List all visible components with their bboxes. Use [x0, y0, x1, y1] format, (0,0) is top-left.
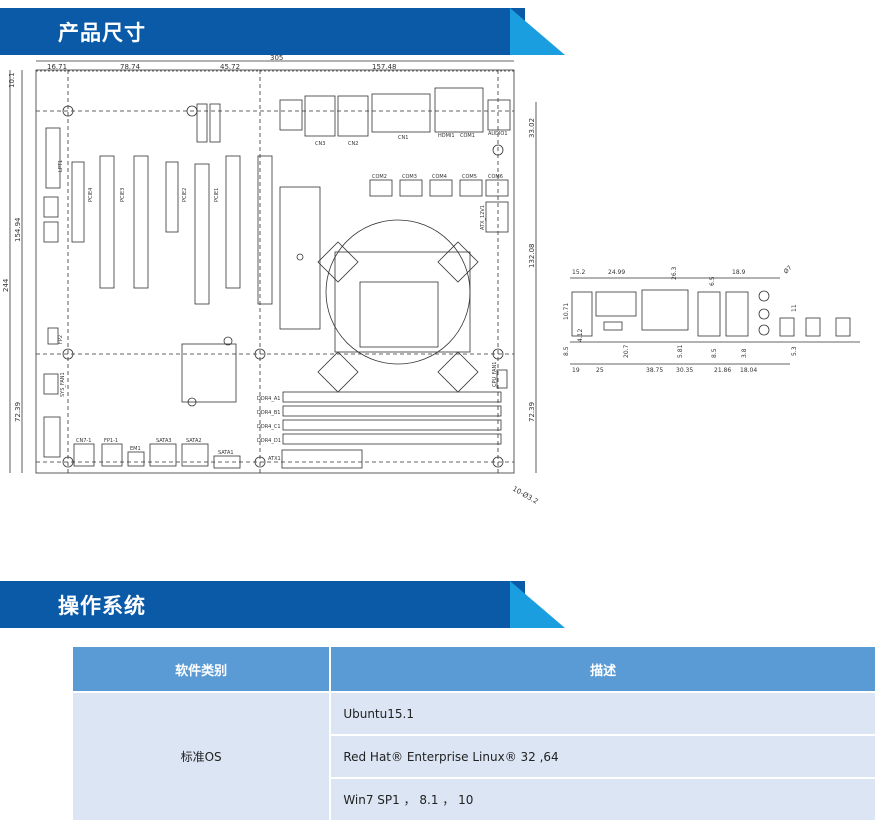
dim-top-3: 157.48: [372, 63, 397, 71]
svg-text:ATX_12V1: ATX_12V1: [480, 205, 486, 230]
board-outline: [35, 69, 515, 474]
mounting-hole-icon: [62, 348, 74, 360]
dim-corner: 10-Ø3.2: [511, 485, 539, 504]
svg-text:3.8: 3.8: [741, 348, 748, 358]
table-header-row: 软件类别 描述: [70, 645, 877, 693]
svg-text:LPT1: LPT1: [58, 160, 64, 172]
svg-text:COM5: COM5: [462, 174, 477, 180]
section-banner-dimensions: 产品尺寸: [0, 8, 565, 55]
svg-text:COM1: COM1: [460, 133, 475, 139]
svg-text:CN3: CN3: [315, 141, 325, 147]
mounting-hole-icon: [492, 456, 504, 468]
dim-left-1: 154.94: [14, 217, 22, 242]
dim-right-0: 33.02: [528, 118, 536, 138]
os-item: Red Hat® Enterprise Linux® 32 ,64: [329, 734, 877, 779]
svg-text:Ø7: Ø7: [782, 264, 793, 275]
category-cell: 标准OS: [70, 691, 332, 822]
header-description: 描述: [329, 645, 877, 693]
table-row: 标准OS Ubuntu15.1: [70, 691, 877, 822]
dim-left-2: 244: [2, 278, 10, 292]
mounting-hole-icon: [254, 456, 266, 468]
svg-text:18.9: 18.9: [732, 269, 746, 276]
svg-text:38.75: 38.75: [646, 367, 663, 374]
section-title-os: 操作系统: [58, 594, 146, 618]
svg-text:15.2: 15.2: [572, 269, 586, 276]
dim-top-0: 16.71: [47, 63, 67, 71]
svg-text:COM3: COM3: [402, 174, 417, 180]
svg-text:DDR4_B1: DDR4_B1: [257, 410, 280, 416]
svg-text:COM4: COM4: [432, 174, 447, 180]
svg-text:DDR4_A1: DDR4_A1: [257, 396, 280, 402]
svg-text:SYS_FAN1: SYS_FAN1: [60, 372, 66, 397]
mounting-hole-icon: [492, 348, 504, 360]
svg-text:AUDIO1: AUDIO1: [488, 131, 508, 137]
svg-text:8.5: 8.5: [711, 348, 718, 358]
banner-shape: [0, 581, 565, 628]
svg-text:19: 19: [572, 367, 580, 374]
svg-text:5.3: 5.3: [791, 346, 798, 356]
svg-text:ATX1: ATX1: [268, 456, 281, 462]
mounting-hole-icon: [62, 456, 74, 468]
svg-text:PCIE3: PCIE3: [120, 188, 126, 202]
mechanical-drawing: 305 16.71 78.74 45.72 157.48 10.1 154.94…: [0, 52, 877, 508]
mounting-hole-icon: [254, 348, 266, 360]
board-drawing-svg: 305 16.71 78.74 45.72 157.48 10.1 154.94…: [2, 54, 860, 506]
os-table: 软件类别 描述 标准OS Ubuntu15.1 Red Hat® Enterpr…: [70, 645, 877, 822]
dim-left-0: 10.1: [8, 72, 16, 88]
svg-text:20.7: 20.7: [623, 344, 630, 358]
os-item: Ubuntu15.1: [329, 691, 877, 736]
svg-text:EM1: EM1: [130, 446, 141, 452]
svg-text:SATA3: SATA3: [156, 438, 172, 444]
svg-text:8.5: 8.5: [563, 346, 570, 356]
svg-text:DDR4_C1: DDR4_C1: [257, 424, 281, 430]
dim-right-2: 72.39: [528, 402, 536, 422]
svg-text:18.04: 18.04: [740, 367, 757, 374]
dim-top-1: 78.74: [120, 63, 141, 71]
dim-left-3: 72.39: [14, 402, 22, 422]
svg-text:CN7-1: CN7-1: [76, 438, 91, 444]
svg-text:PCIE4: PCIE4: [88, 188, 94, 202]
section-banner-os: 操作系统: [0, 581, 565, 628]
svg-text:FP2: FP2: [58, 335, 64, 344]
mounting-hole-icon: [62, 105, 74, 117]
svg-text:21.86: 21.86: [714, 367, 731, 374]
svg-text:COM6: COM6: [488, 174, 503, 180]
table-row: Win7 SP1 ， 8.1 ， 10: [72, 777, 877, 822]
svg-text:PCIE1: PCIE1: [214, 188, 220, 202]
section-title-dimensions: 产品尺寸: [58, 21, 146, 45]
svg-text:11: 11: [791, 304, 798, 312]
rear-io-drawing: [570, 277, 860, 365]
dim-overall-width: 305: [270, 54, 283, 62]
dim-right-1: 132.08: [528, 244, 536, 269]
svg-text:10.71: 10.71: [563, 303, 570, 320]
banner-shape: [0, 8, 565, 55]
mounting-hole-icon: [492, 144, 504, 156]
svg-text:CPU_FAN1: CPU_FAN1: [492, 362, 498, 387]
svg-text:HDMI1: HDMI1: [438, 133, 455, 139]
svg-text:5.81: 5.81: [677, 344, 684, 358]
svg-text:FP1-1: FP1-1: [104, 438, 118, 444]
svg-text:25: 25: [596, 367, 604, 374]
header-software-category: 软件类别: [70, 645, 332, 693]
svg-text:26.3: 26.3: [671, 266, 678, 280]
svg-text:PCIE2: PCIE2: [182, 188, 188, 202]
svg-text:6.5: 6.5: [709, 276, 716, 286]
svg-text:4.12: 4.12: [577, 328, 584, 342]
svg-text:24.99: 24.99: [608, 269, 625, 276]
svg-text:DDR4_D1: DDR4_D1: [257, 438, 281, 444]
svg-text:CN1: CN1: [398, 135, 408, 141]
dim-top-2: 45.72: [220, 63, 240, 71]
svg-text:COM2: COM2: [372, 174, 387, 180]
table-row: Red Hat® Enterprise Linux® 32 ,64: [72, 734, 877, 779]
svg-text:SATA1: SATA1: [218, 450, 234, 456]
svg-text:SATA2: SATA2: [186, 438, 202, 444]
os-item: Win7 SP1 ， 8.1 ， 10: [329, 777, 877, 822]
svg-text:CN2: CN2: [348, 141, 358, 147]
svg-text:30.35: 30.35: [676, 367, 693, 374]
